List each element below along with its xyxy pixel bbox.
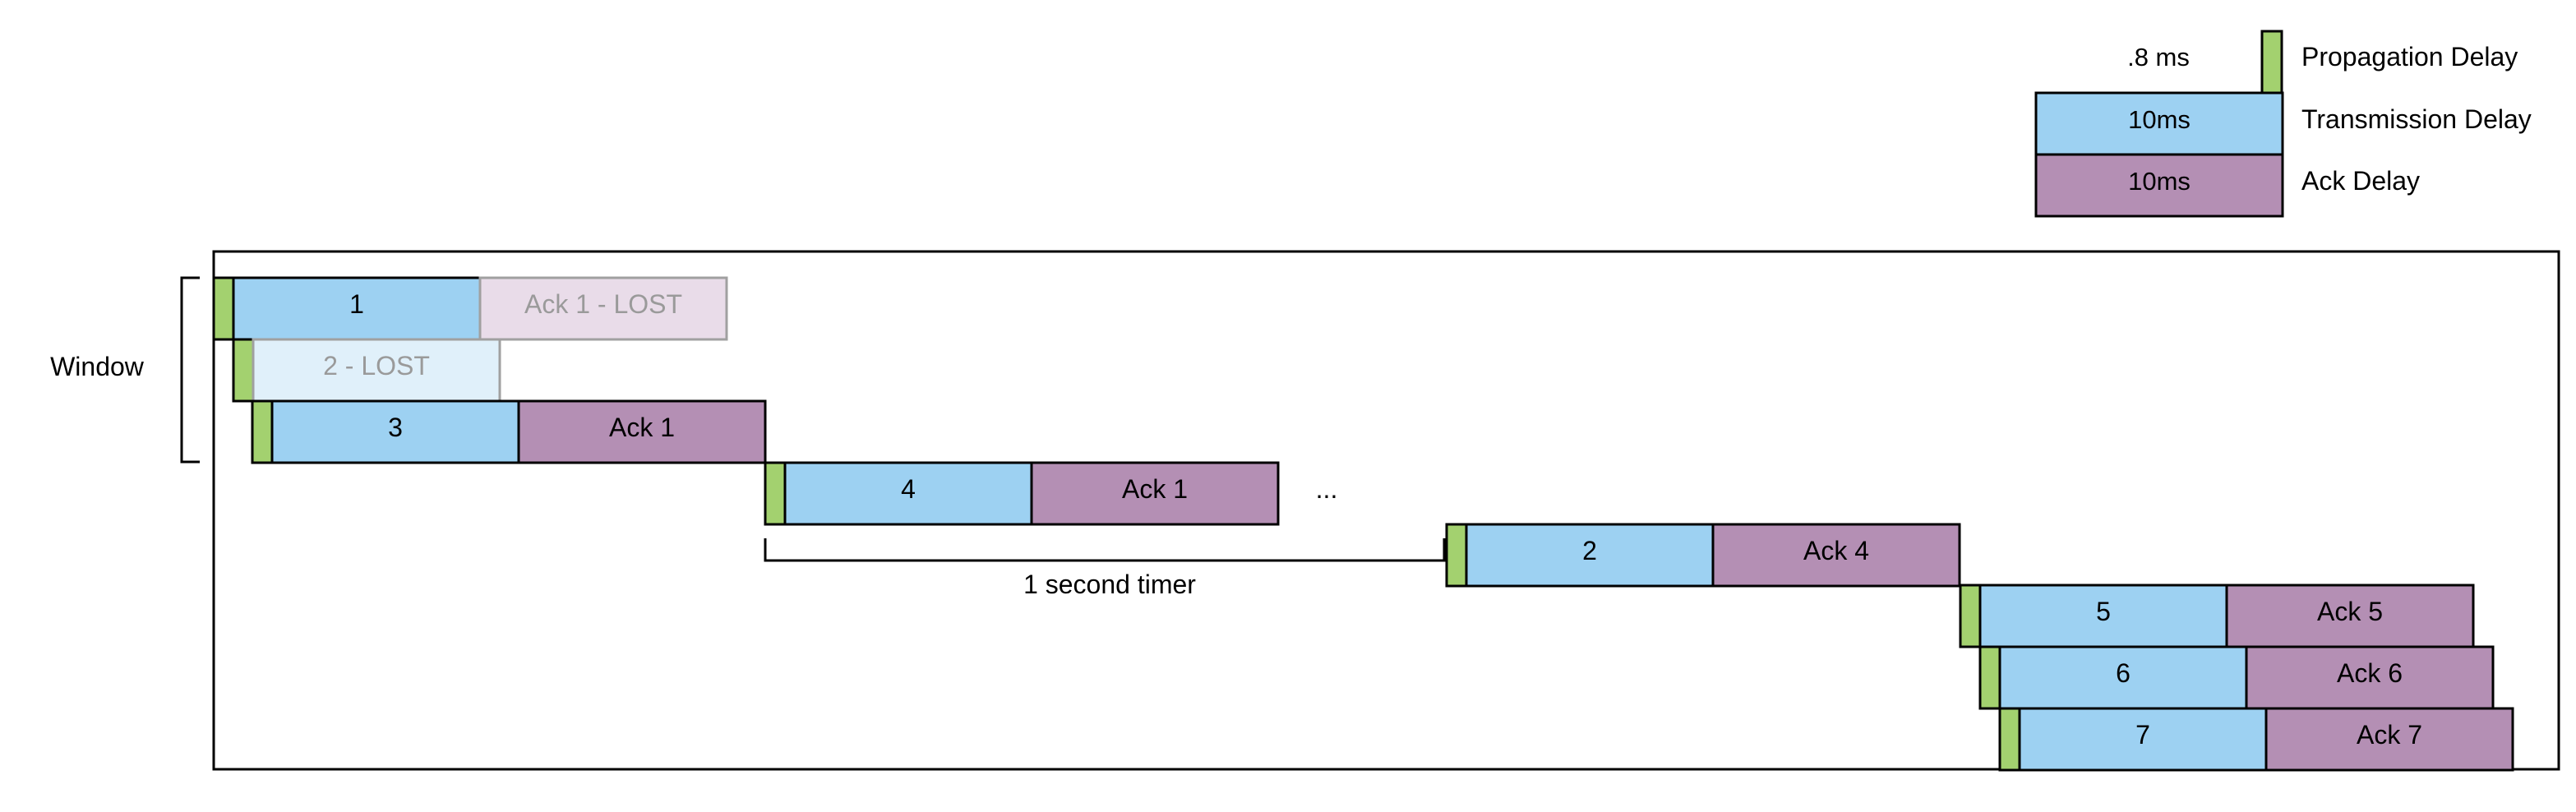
packet-label: 7: [2135, 720, 2150, 750]
legend-prop-swatch: [2260, 30, 2283, 95]
timeline-frame: [212, 250, 2560, 771]
ack-block: [2264, 707, 2514, 772]
timer-bracket: 1 second timer: [764, 538, 1446, 599]
propagation-delay-bar: [1445, 523, 1468, 588]
ack-block: [517, 399, 767, 464]
packet-label: 5: [2096, 597, 2111, 626]
propagation-delay-bar: [251, 399, 274, 464]
legend-trans-value: 10ms: [2128, 105, 2191, 134]
row: 1 Ack 1 - LOST: [212, 276, 728, 341]
ack-label: Ack 1: [1122, 474, 1188, 504]
packet-rows: 1 Ack 1 - LOST 2 - LOST 3 Ack 1 4 Ack 1 …: [212, 276, 2514, 772]
row: 3 Ack 1: [251, 399, 767, 464]
timer-bracket-line: [764, 538, 1446, 562]
ack-label: Ack 4: [1803, 536, 1869, 565]
propagation-delay-bar: [1998, 707, 2021, 772]
legend-prop-value: .8 ms: [2127, 43, 2190, 72]
legend-ack-label: Ack Delay: [2301, 166, 2420, 196]
legend-trans-swatch: [2034, 91, 2284, 156]
propagation-delay-bar: [764, 461, 787, 526]
packet-label: 1: [349, 289, 364, 319]
propagation-delay-bar: [1978, 645, 2001, 710]
ack-label: Ack 5: [2317, 597, 2383, 626]
ack-label: Ack 1 - LOST: [524, 289, 682, 319]
ack-label: Ack 1: [609, 413, 675, 442]
packet-label: 2 - LOST: [323, 351, 430, 381]
packet-label: 3: [388, 413, 403, 442]
packet-block: [2018, 707, 2268, 772]
propagation-delay-bar: [232, 338, 255, 403]
ack-block: [1711, 523, 1961, 588]
ack-label: Ack 6: [2337, 658, 2403, 688]
window-bracket: Window: [50, 276, 200, 464]
row: 7 Ack 7: [1998, 707, 2514, 772]
packet-block: [1998, 645, 2248, 710]
legend-trans-label: Transmission Delay: [2301, 104, 2532, 134]
row: 4 Ack 1 ...: [764, 461, 1338, 526]
ack-label: Ack 7: [2357, 720, 2422, 750]
row: 5 Ack 5: [1959, 584, 2475, 648]
row: 2 - LOST: [232, 338, 501, 403]
ack-block: [478, 276, 728, 341]
window-label: Window: [50, 352, 145, 381]
packet-label: 6: [2116, 658, 2131, 688]
legend: .8 ms Propagation Delay 10ms Transmissio…: [2034, 30, 2532, 218]
packet-block: [783, 461, 1033, 526]
window-bracket-line: [180, 276, 200, 464]
legend-ack-swatch: [2034, 153, 2284, 218]
continuation-ellipsis: ...: [1316, 474, 1338, 504]
packet-block: [1465, 523, 1715, 588]
propagation-delay-bar: [1959, 584, 1982, 648]
ack-block: [2245, 645, 2495, 710]
packet-block: [270, 399, 520, 464]
timer-label: 1 second timer: [1023, 570, 1196, 599]
legend-ack-value: 10ms: [2128, 167, 2191, 196]
row: 6 Ack 6: [1978, 645, 2495, 710]
propagation-delay-bar: [212, 276, 235, 341]
ack-block: [1030, 461, 1280, 526]
legend-prop-label: Propagation Delay: [2301, 42, 2518, 72]
row: 2 Ack 4: [1445, 523, 1961, 588]
packet-label: 2: [1582, 536, 1597, 565]
packet-label: 4: [901, 474, 916, 504]
packet-block: [1978, 584, 2228, 648]
